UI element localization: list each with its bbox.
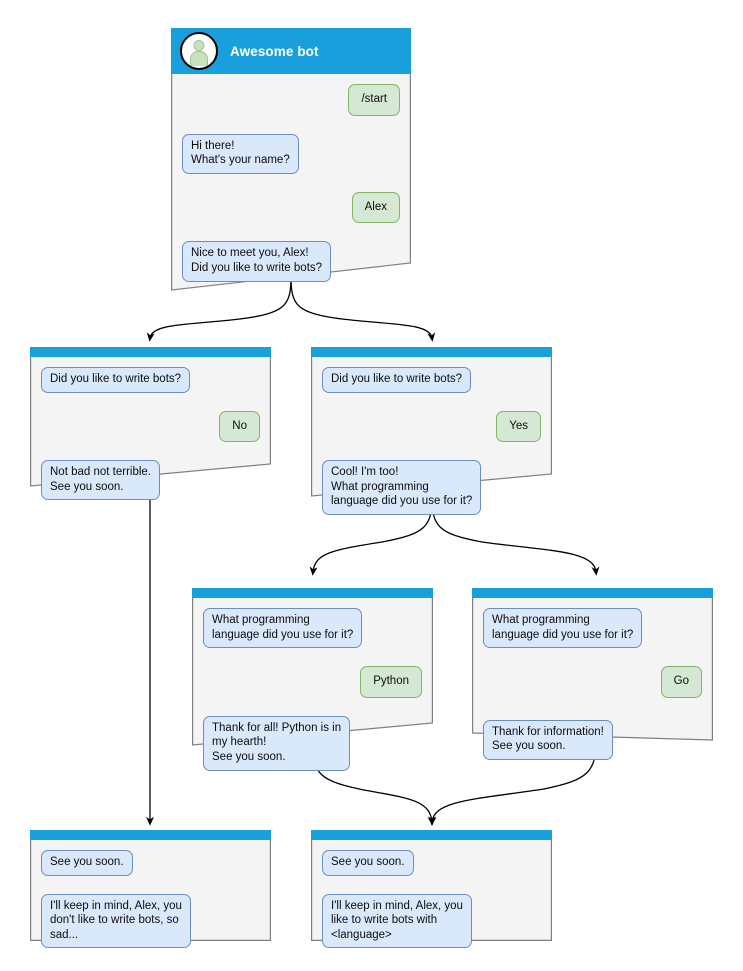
- message-list-start: /start Hi there! What's your name? Alex …: [171, 74, 411, 282]
- bot-title: Awesome bot: [230, 43, 319, 59]
- titlebar-end-no: [30, 830, 271, 840]
- message-list-answer-no: Did you like to write bots? No Not bad n…: [30, 357, 271, 501]
- titlebar-lang-python: [192, 588, 433, 598]
- message-bot: I'll keep in mind, Alex, you don't like …: [41, 893, 191, 949]
- message-bot: Hi there! What's your name?: [182, 133, 299, 174]
- chat-node-end-no[interactable]: See you soon. I'll keep in mind, Alex, y…: [30, 830, 271, 949]
- chat-node-answer-yes[interactable]: Did you like to write bots? Yes Cool! I'…: [311, 347, 552, 515]
- message-bot: I'll keep in mind, Alex, you like to wri…: [322, 893, 472, 949]
- message-bot: Cool! I'm too! What programming language…: [322, 460, 482, 515]
- chat-node-start[interactable]: Awesome bot /start Hi there! What's your…: [171, 28, 411, 291]
- message-bot: See you soon.: [322, 850, 414, 876]
- titlebar-lang-go: [472, 588, 713, 598]
- node-body-answer-yes: Did you like to write bots? Yes Cool! I'…: [311, 347, 552, 515]
- message-bot: What programming language did you use fo…: [483, 608, 643, 649]
- titlebar-end-yes: [311, 830, 552, 840]
- node-body-lang-python: What programming language did you use fo…: [192, 588, 433, 771]
- message-bot: Not bad not terrible. See you soon.: [41, 460, 161, 501]
- message-user: /start: [348, 84, 400, 116]
- message-list-end-no: See you soon. I'll keep in mind, Alex, y…: [30, 840, 271, 949]
- message-bot: Nice to meet you, Alex! Did you like to …: [182, 241, 332, 282]
- message-bot: Thank for all! Python is in my hearth! S…: [203, 715, 351, 771]
- message-user: No: [219, 410, 260, 443]
- titlebar-answer-no: [30, 347, 271, 357]
- message-user: Yes: [496, 410, 541, 443]
- message-user: Python: [360, 666, 422, 698]
- node-body-start: Awesome bot /start Hi there! What's your…: [171, 28, 411, 291]
- node-body-answer-no: Did you like to write bots? No Not bad n…: [30, 347, 271, 501]
- message-bot: Thank for information! See you soon.: [483, 719, 613, 760]
- message-list-end-yes: See you soon. I'll keep in mind, Alex, y…: [311, 840, 552, 949]
- message-user: Go: [660, 666, 702, 698]
- titlebar-answer-yes: [311, 347, 552, 357]
- message-bot: Did you like to write bots?: [322, 367, 472, 393]
- message-list-lang-python: What programming language did you use fo…: [192, 598, 433, 771]
- node-body-lang-go: What programming language did you use fo…: [472, 588, 713, 760]
- chat-node-answer-no[interactable]: Did you like to write bots? No Not bad n…: [30, 347, 271, 501]
- message-list-lang-go: What programming language did you use fo…: [472, 598, 713, 760]
- chat-node-lang-go[interactable]: What programming language did you use fo…: [472, 588, 713, 760]
- person-avatar-icon: [180, 32, 218, 70]
- titlebar-start: Awesome bot: [171, 28, 411, 74]
- node-body-end-no: See you soon. I'll keep in mind, Alex, y…: [30, 830, 271, 949]
- node-body-end-yes: See you soon. I'll keep in mind, Alex, y…: [311, 830, 552, 949]
- message-bot: What programming language did you use fo…: [203, 608, 363, 649]
- chat-node-lang-python[interactable]: What programming language did you use fo…: [192, 588, 433, 771]
- message-user: Alex: [351, 191, 400, 224]
- message-bot: See you soon.: [41, 850, 133, 876]
- message-bot: Did you like to write bots?: [41, 367, 191, 393]
- chat-node-end-yes[interactable]: See you soon. I'll keep in mind, Alex, y…: [311, 830, 552, 949]
- message-list-answer-yes: Did you like to write bots? Yes Cool! I'…: [311, 357, 552, 515]
